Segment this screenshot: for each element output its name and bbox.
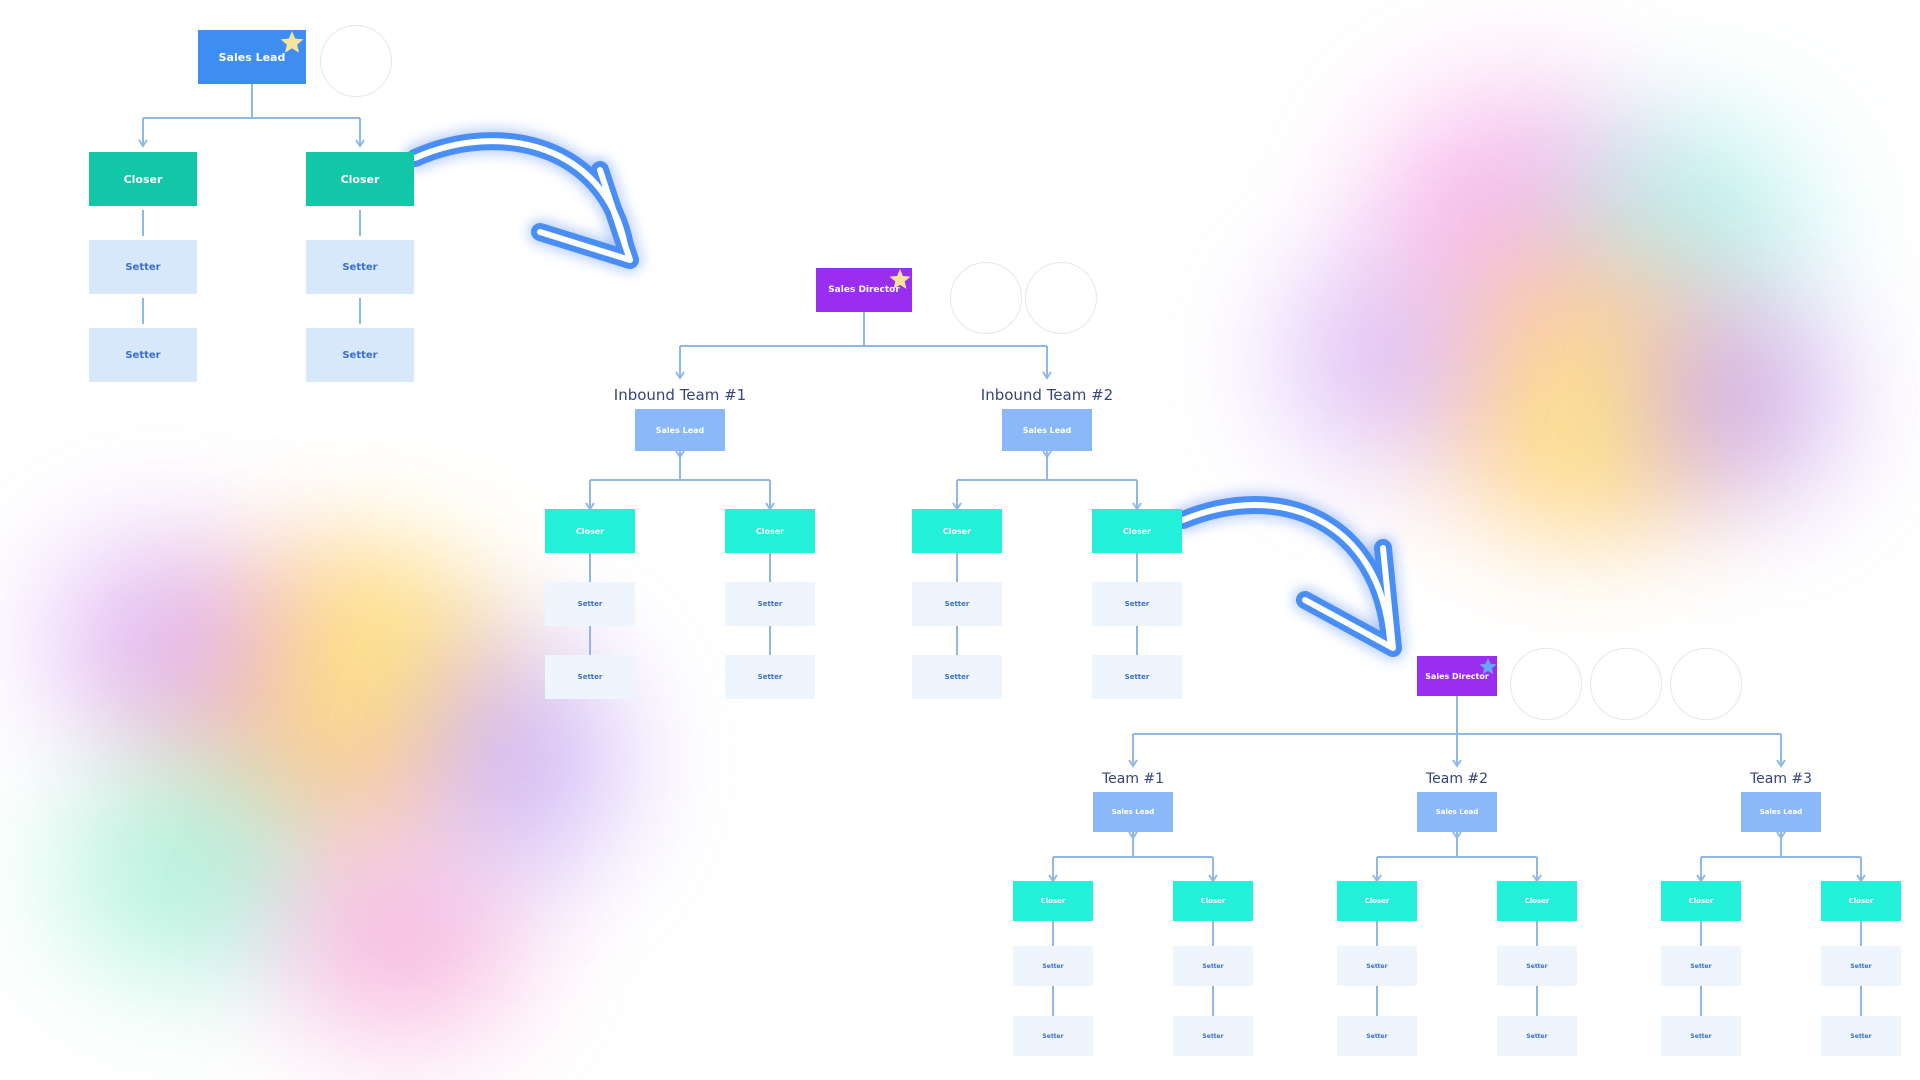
star-icon bbox=[889, 269, 911, 289]
team-label: Team #1 bbox=[1101, 771, 1165, 788]
sales-lead-box: Sales Lead bbox=[1741, 792, 1821, 832]
setter-box: Setter bbox=[306, 240, 414, 294]
closer-box: Closer bbox=[1497, 881, 1577, 921]
team-label: Team #2 bbox=[1425, 771, 1489, 788]
setter-box: Setter bbox=[1173, 946, 1253, 986]
curved-arrow-icon bbox=[1174, 496, 1402, 657]
arrowhead bbox=[675, 450, 685, 459]
setter-box: Setter bbox=[725, 655, 815, 699]
setter-box: Setter bbox=[1092, 582, 1182, 626]
setter-box: Setter bbox=[912, 582, 1002, 626]
setter-box: Setter bbox=[1661, 946, 1741, 986]
setter-box: Setter bbox=[89, 240, 197, 294]
setter-box: Setter bbox=[1173, 1016, 1253, 1056]
arrowhead bbox=[1128, 759, 1138, 768]
arrowhead bbox=[138, 139, 148, 148]
setter-box: Setter bbox=[1821, 946, 1901, 986]
star-icon bbox=[280, 31, 304, 53]
arrowhead bbox=[675, 371, 685, 380]
closer-box: Closer bbox=[89, 152, 197, 206]
ghost-circle bbox=[1590, 648, 1662, 720]
setter-box: Setter bbox=[1092, 655, 1182, 699]
sales-director-box: Sales Director bbox=[816, 268, 912, 312]
ghost-circle bbox=[1670, 648, 1742, 720]
setter-box: Setter bbox=[545, 655, 635, 699]
setter-box: Setter bbox=[1497, 1016, 1577, 1056]
setter-box: Setter bbox=[725, 582, 815, 626]
setter-box: Setter bbox=[1013, 1016, 1093, 1056]
ghost-circle bbox=[950, 262, 1022, 334]
closer-box: Closer bbox=[1173, 881, 1253, 921]
arrowhead bbox=[1452, 759, 1462, 768]
arrowhead bbox=[1042, 371, 1052, 380]
closer-box: Closer bbox=[1661, 881, 1741, 921]
setter-box: Setter bbox=[1337, 1016, 1417, 1056]
closer-box: Closer bbox=[1092, 509, 1182, 553]
arrowhead bbox=[1776, 759, 1786, 768]
setter-box: Setter bbox=[89, 328, 197, 382]
setter-box: Setter bbox=[1661, 1016, 1741, 1056]
arrowhead bbox=[1452, 831, 1462, 840]
closer-box: Closer bbox=[306, 152, 414, 206]
star-icon bbox=[1479, 658, 1497, 675]
setter-box: Setter bbox=[1337, 946, 1417, 986]
team-label: Inbound Team #2 bbox=[980, 385, 1114, 404]
ghost-circle bbox=[1025, 262, 1097, 334]
sales-lead-box: Sales Lead bbox=[1093, 792, 1173, 832]
setter-box: Setter bbox=[1013, 946, 1093, 986]
ghost-circle bbox=[320, 25, 392, 97]
closer-box: Closer bbox=[1337, 881, 1417, 921]
closer-box: Closer bbox=[912, 509, 1002, 553]
closer-box: Closer bbox=[725, 509, 815, 553]
arrowhead bbox=[355, 139, 365, 148]
sales-director-box: Sales Director bbox=[1417, 656, 1497, 696]
setter-box: Setter bbox=[306, 328, 414, 382]
closer-box: Closer bbox=[1013, 881, 1093, 921]
team-label: Inbound Team #1 bbox=[613, 385, 747, 404]
setter-box: Setter bbox=[1497, 946, 1577, 986]
team-label: Team #3 bbox=[1749, 771, 1813, 788]
setter-box: Setter bbox=[545, 582, 635, 626]
setter-box: Setter bbox=[912, 655, 1002, 699]
ghost-circle bbox=[1510, 648, 1582, 720]
connector-lines bbox=[138, 84, 1866, 1016]
setter-box: Setter bbox=[1821, 1016, 1901, 1056]
sales-lead-box: Sales Lead bbox=[1417, 792, 1497, 832]
closer-box: Closer bbox=[1821, 881, 1901, 921]
closer-box: Closer bbox=[545, 509, 635, 553]
curved-arrow-icon bbox=[406, 132, 639, 269]
arrowhead bbox=[1042, 450, 1052, 459]
sales-lead-box: Sales Lead bbox=[1002, 409, 1092, 451]
sales-lead-box: Sales Lead bbox=[635, 409, 725, 451]
arrowhead bbox=[1128, 831, 1138, 840]
arrowhead bbox=[1776, 831, 1786, 840]
